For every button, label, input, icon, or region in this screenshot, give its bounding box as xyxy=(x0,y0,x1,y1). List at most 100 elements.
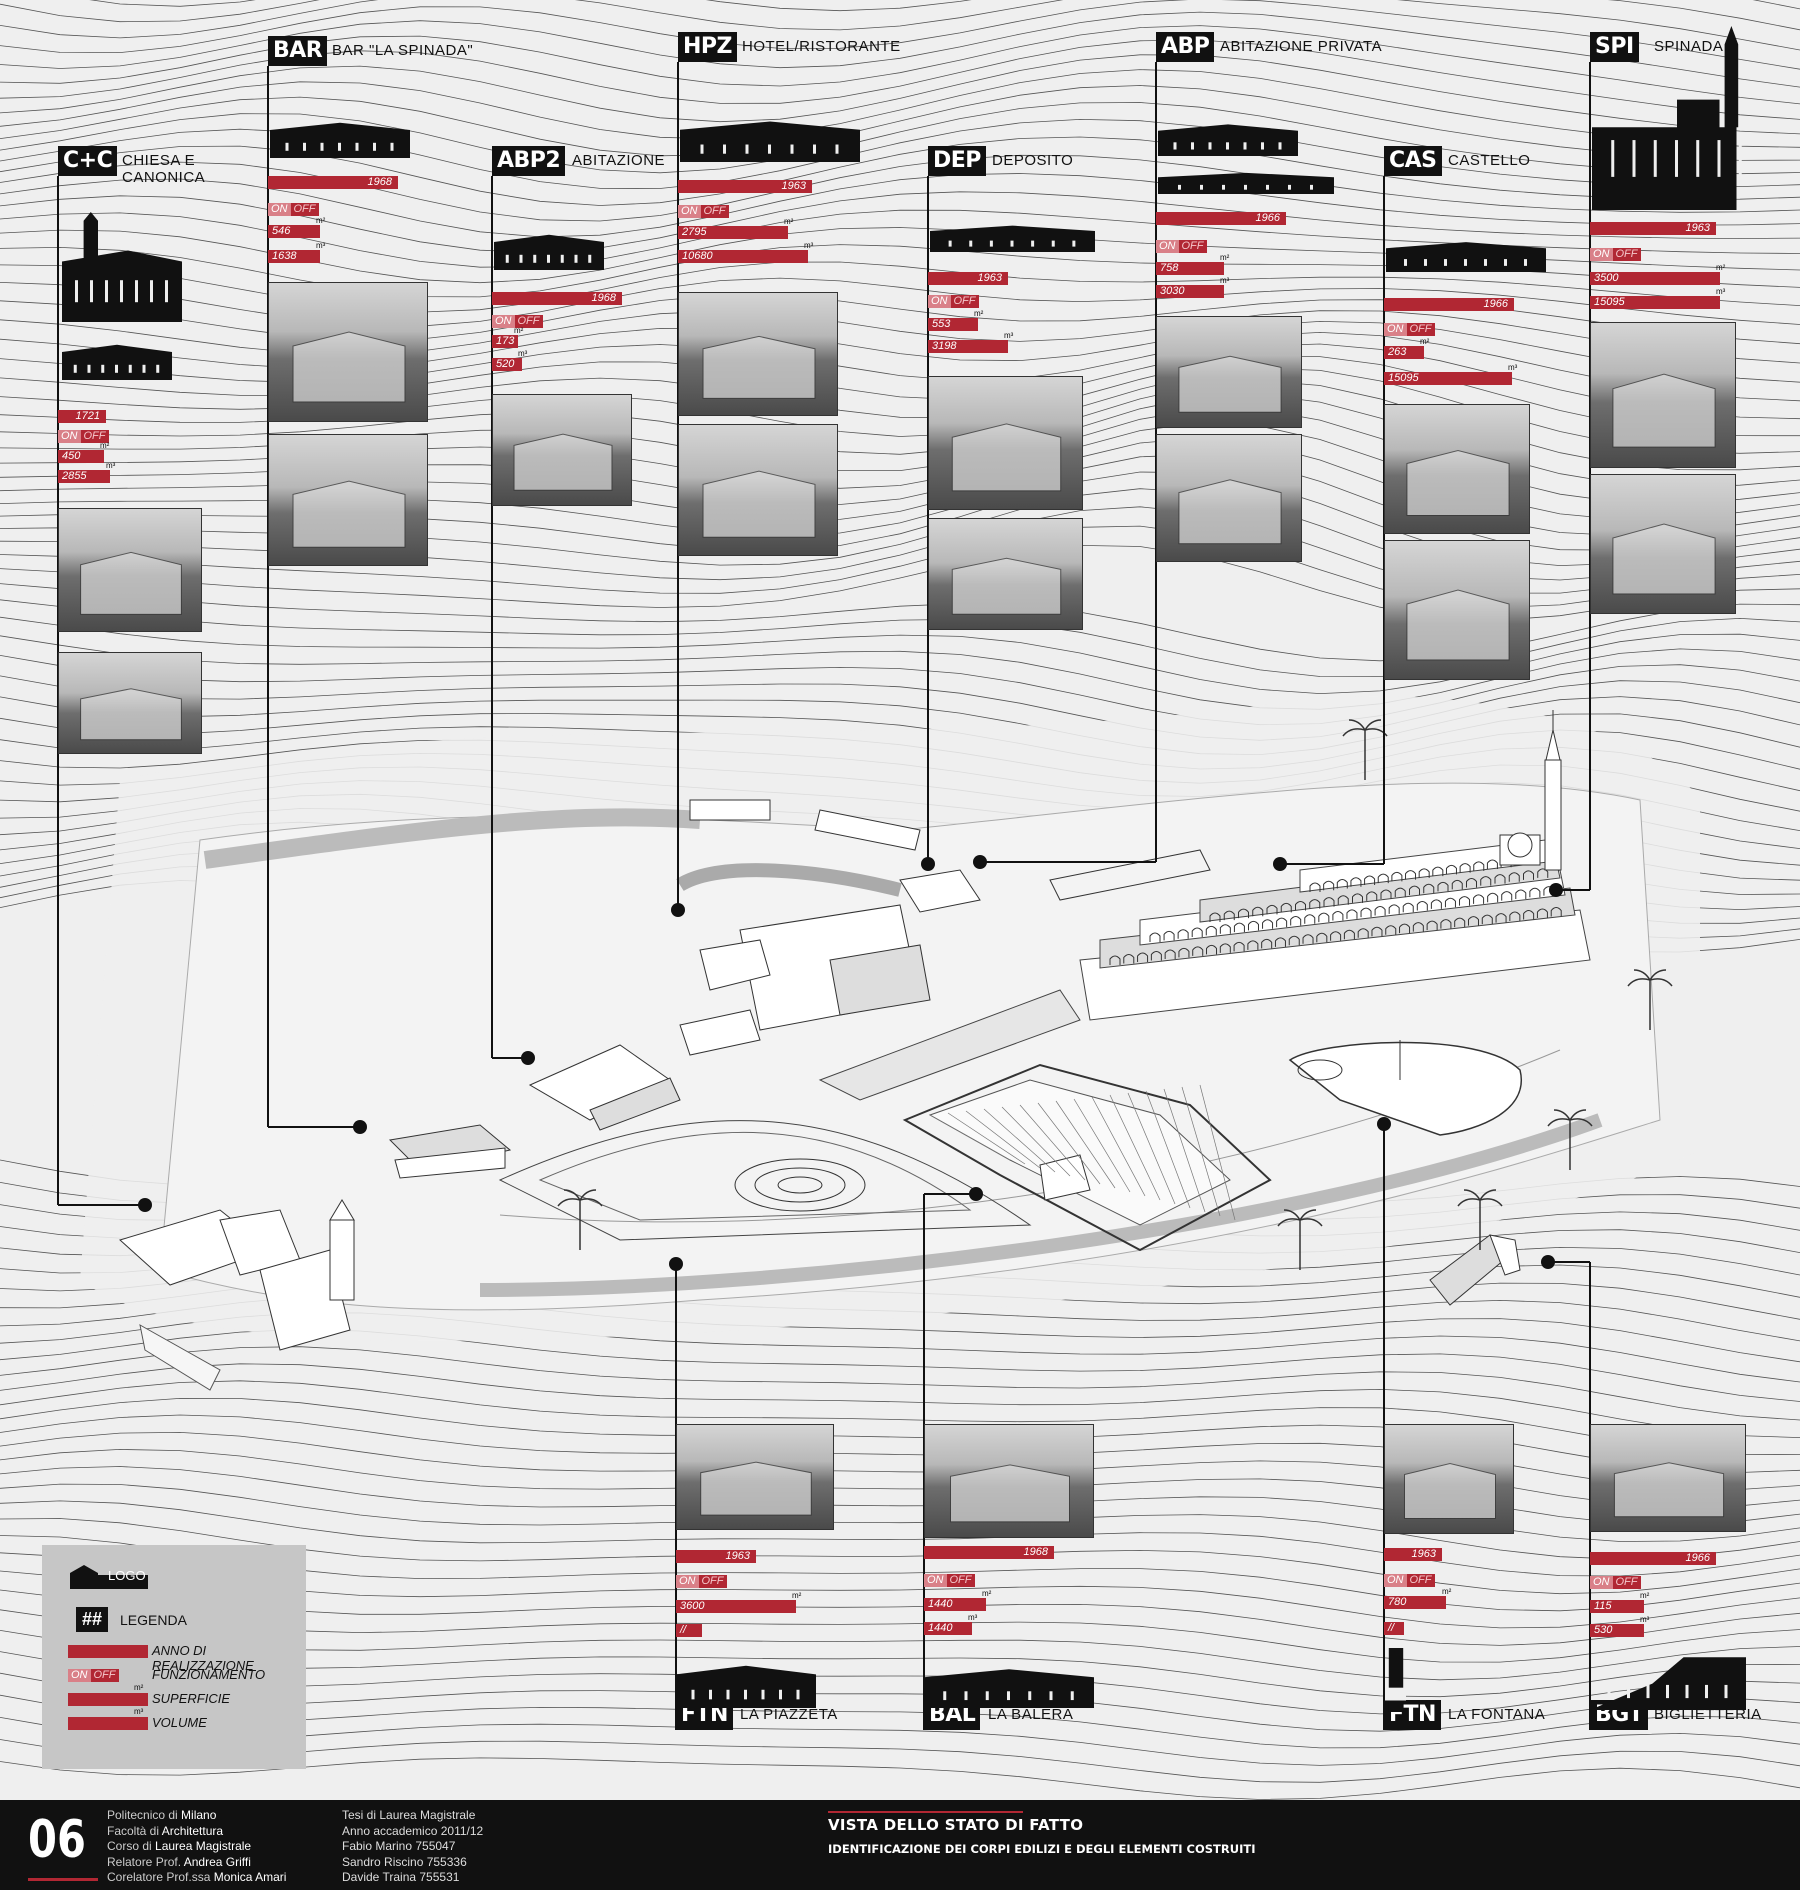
abp2-location-dot[interactable] xyxy=(521,1051,535,1065)
logo-house-icon xyxy=(70,1565,148,1589)
pergola-beam xyxy=(947,1112,1026,1165)
sheet-subtitle: IDENTIFICAZIONE DEI CORPI EDILIZI E DEGL… xyxy=(828,1842,1256,1856)
arch xyxy=(1323,897,1335,907)
ftn1-year-bar: 1963 xyxy=(676,1550,756,1563)
arch xyxy=(1323,880,1335,891)
thesis-line: Fabio Marino 755047 xyxy=(342,1839,456,1853)
spi-location-dot[interactable] xyxy=(1549,883,1563,897)
bal-name: LA BALERA xyxy=(988,1706,1073,1723)
abp2-year-bar: 1968 xyxy=(492,292,622,305)
legend-logo-label: LOGO xyxy=(108,1568,146,1583)
arch xyxy=(1444,897,1456,908)
legend-swatch-volume xyxy=(68,1717,148,1730)
abp2-volume-bar: 520 xyxy=(492,358,522,371)
arch xyxy=(1374,906,1386,916)
arch xyxy=(1371,926,1383,937)
bal-location-dot[interactable] xyxy=(969,1187,983,1201)
spi-volume: 15095 xyxy=(1594,296,1625,308)
ftn1-location-dot[interactable] xyxy=(669,1257,683,1271)
abp-location-dot[interactable] xyxy=(973,855,987,869)
abp2-leader-elbow xyxy=(492,1057,528,1059)
arch xyxy=(1523,910,1535,920)
cc-area: 450 xyxy=(62,450,81,462)
arch xyxy=(1150,950,1162,961)
cas-code-badge: CAS xyxy=(1384,146,1442,176)
institution-line: Corso di Laurea Magistrale xyxy=(107,1839,286,1855)
arch xyxy=(1247,940,1259,950)
arch xyxy=(1418,868,1430,878)
bgt-location-dot[interactable] xyxy=(1541,1255,1555,1269)
bal-year-bar: 1968 xyxy=(924,1546,1054,1559)
arch xyxy=(1223,910,1235,921)
dep-volume: 3198 xyxy=(932,340,957,352)
bal-site-photo xyxy=(924,1424,1094,1538)
on-label: ON xyxy=(1590,248,1613,261)
palm-tree xyxy=(1277,1209,1323,1270)
arch xyxy=(1399,923,1411,934)
abp-name: ABITAZIONE PRIVATA xyxy=(1220,38,1382,55)
cc-area-bar: 450 xyxy=(58,450,104,463)
arch xyxy=(1529,887,1541,898)
institution-line-value: Milano xyxy=(181,1808,217,1822)
pergola-beam xyxy=(1109,1094,1161,1201)
arch xyxy=(1487,892,1499,903)
arch xyxy=(1261,938,1273,949)
off-label: OFF xyxy=(1612,1576,1641,1589)
hpz-volume: 10680 xyxy=(682,250,713,262)
arch xyxy=(1481,914,1493,925)
arch xyxy=(1459,896,1471,906)
topographic-map xyxy=(0,0,1800,1800)
off-label: OFF xyxy=(946,1574,975,1587)
bal-area-unit: m² xyxy=(982,1589,992,1598)
legend-title: LEGENDA xyxy=(120,1612,187,1628)
cas-volume-unit: m³ xyxy=(1508,363,1518,372)
institution-line-prefix: Relatore Prof. xyxy=(107,1854,184,1869)
spinada-complex xyxy=(1079,710,1591,1021)
arch xyxy=(1388,904,1400,914)
pergola-beam xyxy=(983,1108,1056,1173)
off-label: OFF xyxy=(80,430,109,443)
arch xyxy=(1437,881,1449,892)
pergola-beam xyxy=(1091,1096,1146,1197)
arch xyxy=(1459,863,1471,873)
hpz-year-bar: 1963 xyxy=(678,180,812,193)
pergola-beam xyxy=(1199,1084,1236,1221)
cc-volume-unit: m³ xyxy=(106,461,116,470)
cas-year-bar: 1966 xyxy=(1384,298,1514,311)
arch xyxy=(1423,883,1435,894)
hpz-location-dot[interactable] xyxy=(671,903,685,917)
arch xyxy=(1318,912,1330,923)
cc-location-dot[interactable] xyxy=(138,1198,152,1212)
pergola-beam xyxy=(1019,1104,1086,1181)
institution-line-value: Architettura xyxy=(161,1823,224,1838)
bar-location-dot[interactable] xyxy=(353,1120,367,1134)
arch xyxy=(1515,889,1527,899)
hpz-site-photo xyxy=(678,424,838,556)
arch xyxy=(1164,949,1176,959)
arch xyxy=(1209,912,1221,922)
bal-area-bar: 1440 xyxy=(924,1598,986,1611)
bgt-leader-elbow xyxy=(1548,1261,1590,1263)
spi-elevation-silhouette xyxy=(1592,26,1742,210)
arch xyxy=(1466,878,1477,888)
bal-area: 1440 xyxy=(928,1598,953,1610)
ftn2-location-dot[interactable] xyxy=(1377,1117,1391,1131)
abp-volume-bar: 3030 xyxy=(1156,285,1224,298)
bal-leader-elbow xyxy=(924,1193,976,1195)
pergola-beam xyxy=(1127,1092,1176,1205)
dep-location-dot[interactable] xyxy=(921,857,935,871)
off-label: OFF xyxy=(1178,240,1207,253)
arch xyxy=(1402,902,1414,913)
abp-site-photo xyxy=(1156,434,1302,562)
spi-year: 1963 xyxy=(1685,222,1710,234)
page-number-underline xyxy=(28,1878,98,1881)
thesis-line: Davide Traina 755531 xyxy=(342,1870,460,1884)
cas-location-dot[interactable] xyxy=(1273,857,1287,871)
bar-elevation-silhouette xyxy=(270,122,410,158)
arch xyxy=(1495,913,1507,923)
arch xyxy=(1233,941,1245,952)
